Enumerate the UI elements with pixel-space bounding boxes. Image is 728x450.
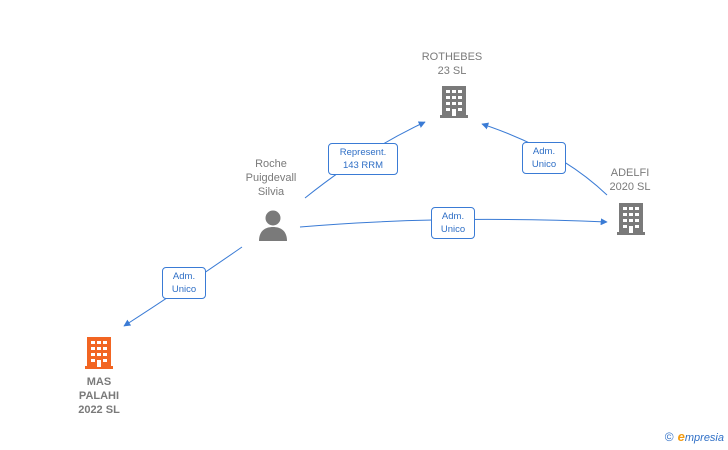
brand-logo: empresia <box>678 429 724 444</box>
edge-label-represent[interactable]: Represent. 143 RRM <box>328 143 398 175</box>
edge-adm-adelfi-line2: Unico <box>440 224 466 235</box>
edge-adm-adelfi-line1: Adm. <box>441 211 465 222</box>
node-person-line3: Silvia <box>257 186 285 198</box>
brand-rest: mpresia <box>684 432 724 444</box>
node-mas-line1: MAS <box>86 376 112 388</box>
edge-label-adm-rothebes[interactable]: Adm. Unico <box>522 142 566 174</box>
footer-brand: © empresia <box>665 429 724 444</box>
building-icon-highlighted[interactable] <box>85 335 113 369</box>
node-label-person: Roche Puigdevall Silvia <box>230 157 312 199</box>
node-label-adelfi: ADELFI 2020 SL <box>590 166 670 194</box>
edge-label-adm-mas[interactable]: Adm. Unico <box>162 267 206 299</box>
node-label-rothebes: ROTHEBES 23 SL <box>412 50 492 78</box>
building-icon[interactable] <box>617 201 645 235</box>
building-icon[interactable] <box>440 84 468 118</box>
person-icon[interactable] <box>258 210 288 241</box>
brand-initial: e <box>677 429 685 444</box>
node-rothebes-line1: ROTHEBES <box>421 51 483 63</box>
edge-adm-rothebes-line2: Unico <box>531 159 557 170</box>
node-rothebes-line2: 23 SL <box>437 65 467 77</box>
edge-adm-mas-line1: Adm. <box>172 271 196 282</box>
node-adelfi-line1: ADELFI <box>610 167 650 179</box>
node-label-mas-palahi: MAS PALAHI 2022 SL <box>58 375 140 417</box>
node-person-line2: Puigdevall <box>245 172 297 184</box>
copyright-icon: © <box>664 429 674 444</box>
node-mas-line2: PALAHI <box>78 390 120 402</box>
node-person-line1: Roche <box>255 158 287 170</box>
edge-represent-line1: Represent. <box>339 147 387 158</box>
edge-represent-line2: 143 RRM <box>342 160 384 171</box>
edge-label-adm-adelfi[interactable]: Adm. Unico <box>431 207 475 239</box>
node-adelfi-line2: 2020 SL <box>609 181 651 193</box>
node-mas-line3: 2022 SL <box>78 404 120 416</box>
edge-adm-mas-line2: Unico <box>171 284 197 295</box>
edge-adm-rothebes-line1: Adm. <box>532 146 556 157</box>
